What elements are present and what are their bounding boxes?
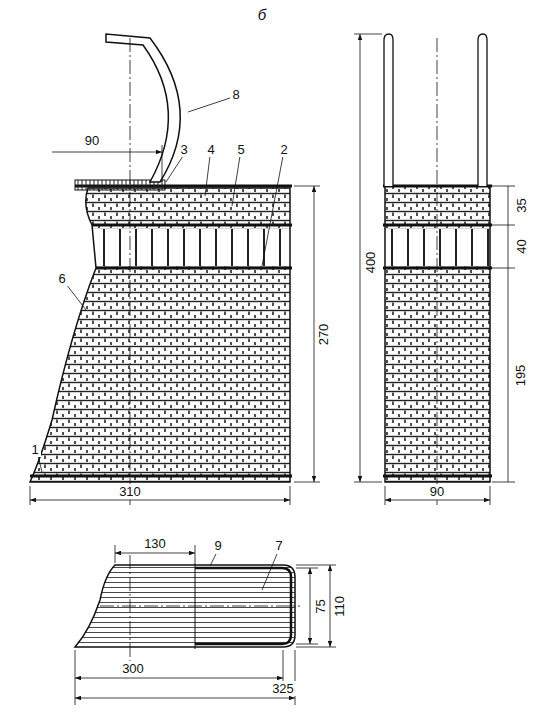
dimension-value: 90 [83, 133, 101, 148]
dimension-value: 130 [142, 536, 168, 551]
callout-number: 7 [273, 538, 284, 553]
dimension-value: 300 [120, 661, 146, 676]
callout-number: 4 [205, 142, 216, 157]
callout-number: 9 [212, 538, 223, 553]
front-view [20, 180, 300, 490]
dimension-value: 110 [331, 594, 346, 619]
callout-number: 8 [230, 87, 241, 102]
callout-number: 5 [235, 142, 246, 157]
dimension-value: 40 [514, 237, 529, 255]
dimension-value: 400 [363, 249, 378, 275]
dimension-value: 310 [117, 484, 143, 499]
view-letter: б [256, 6, 268, 23]
dimension-value: 195 [513, 362, 528, 388]
callout-number: 6 [56, 271, 67, 286]
callout-number: 3 [178, 142, 189, 157]
side-view [383, 34, 492, 505]
callout-number: 2 [278, 142, 289, 157]
dimension-value: 90 [428, 484, 446, 499]
dimension-value: 35 [514, 196, 529, 214]
callout-number: 1 [29, 442, 40, 457]
dimension-value: 325 [270, 681, 296, 696]
dimension-value: 270 [316, 321, 331, 347]
dimension-value: 75 [313, 597, 328, 615]
